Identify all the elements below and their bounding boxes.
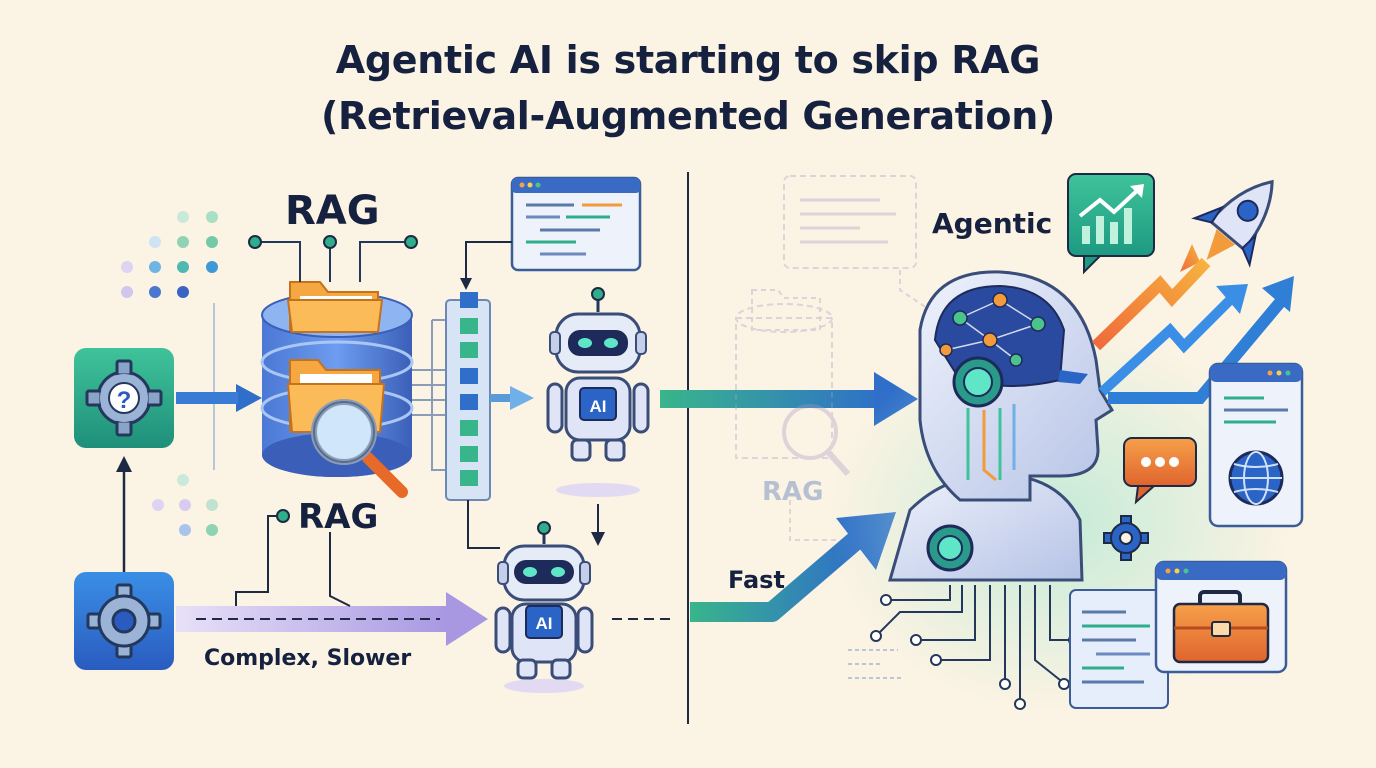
- circuit-traces: [879, 585, 1070, 700]
- ai-head-icon: [888, 270, 1115, 582]
- arrow-to-database: [176, 384, 262, 412]
- magnifier-icon: [311, 399, 408, 498]
- rag-label-faded: RAG: [762, 477, 824, 507]
- gear-icon: [74, 572, 174, 670]
- fast-label: Fast: [728, 566, 785, 594]
- arrow-to-database-shaft: [176, 392, 238, 404]
- folder-icon: [286, 281, 384, 333]
- rising-arrow-blue-2: [1108, 296, 1287, 404]
- question-mark-badge: ?: [117, 387, 132, 414]
- robot-icon: [546, 287, 650, 497]
- purple-arrow-head: [446, 592, 488, 646]
- growth-chart-icon: [1067, 173, 1155, 275]
- rag-label-top: RAG: [285, 188, 380, 234]
- dot-grid-top: [121, 211, 218, 298]
- robot-icon: [494, 521, 594, 693]
- rag-label-mid: RAG: [298, 497, 379, 537]
- rising-arrow-orange: [1091, 257, 1211, 351]
- arrow-to-agentic-upper: [660, 390, 882, 408]
- ai-badge-lower: AI: [536, 614, 553, 633]
- code-document: [1069, 589, 1169, 709]
- gear-icon: [1103, 515, 1149, 561]
- agentic-label: Agentic: [932, 207, 1053, 240]
- complex-slower-label: Complex, Slower: [204, 646, 412, 671]
- toolbox-icon: [1154, 560, 1288, 674]
- chat-bubble-icon: [1123, 437, 1197, 505]
- rocket-icon: [1180, 179, 1274, 272]
- title-line-2: (Retrieval-Augmented Generation): [320, 94, 1056, 138]
- title-line-1: Agentic AI is starting to skip RAG: [335, 38, 1041, 82]
- ai-badge-upper: AI: [590, 397, 607, 416]
- chunk-column: [445, 292, 491, 501]
- globe-icon: [1208, 362, 1304, 528]
- arrow-fast: [690, 532, 863, 622]
- dot-grid-bottom: [152, 474, 218, 536]
- question-gear-icon: [74, 348, 174, 448]
- faded-text-lines: [848, 649, 904, 679]
- chunks-to-lower-robot: [467, 500, 500, 549]
- rag-mid-connector: [235, 515, 282, 606]
- code-window: [510, 176, 642, 272]
- rising-arrow-blue-1: [1098, 296, 1234, 396]
- doc-to-chunks: [465, 241, 512, 282]
